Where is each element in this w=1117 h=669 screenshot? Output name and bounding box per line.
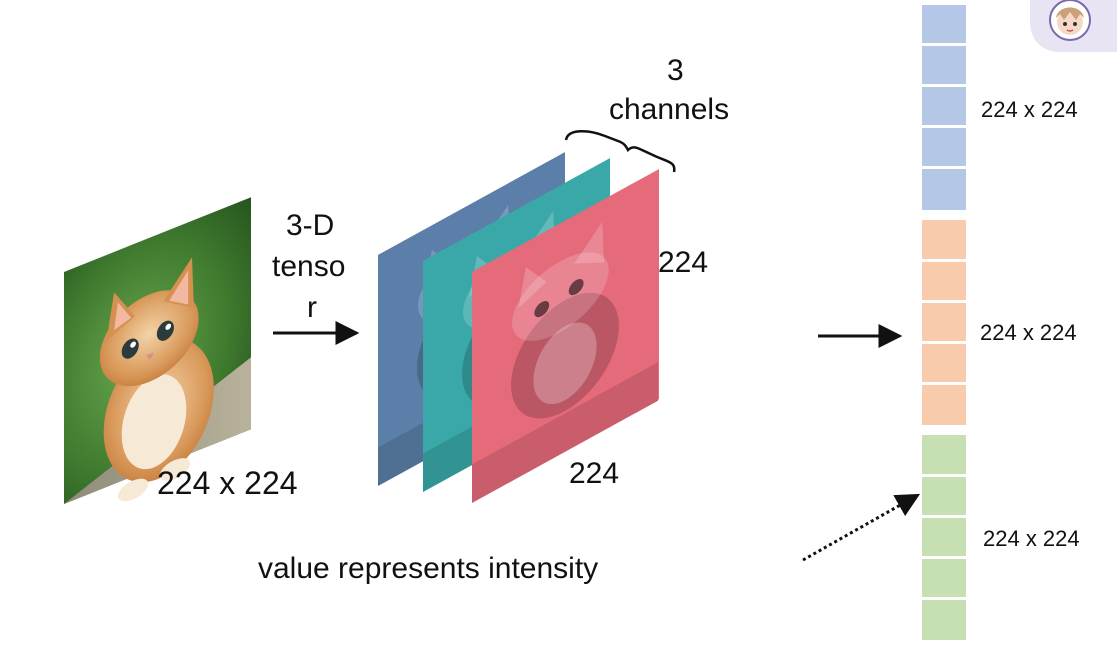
channels-count: 3 (667, 52, 684, 90)
vector-block-blue (922, 5, 966, 210)
tensor-label-line1: 3-D (286, 207, 334, 245)
vector-block-green (922, 435, 966, 640)
tensor-label-line3: r (307, 289, 317, 327)
dotted-arrow (803, 495, 918, 560)
height-label: 224 (658, 244, 708, 282)
block-label-green: 224 x 224 (983, 526, 1080, 552)
vector-block-orange (922, 220, 966, 425)
avatar-icon (1030, 0, 1117, 52)
tensor-label-line2: tenso (272, 248, 345, 286)
block-label-blue: 224 x 224 (981, 97, 1078, 123)
flattened-vector (922, 5, 966, 640)
channels-brace (566, 131, 674, 172)
input-size-label: 224 x 224 (157, 465, 298, 501)
width-label: 224 (569, 455, 619, 493)
block-label-orange: 224 x 224 (980, 320, 1077, 346)
caption: value represents intensity (258, 550, 598, 588)
channels-word: channels (609, 91, 729, 129)
